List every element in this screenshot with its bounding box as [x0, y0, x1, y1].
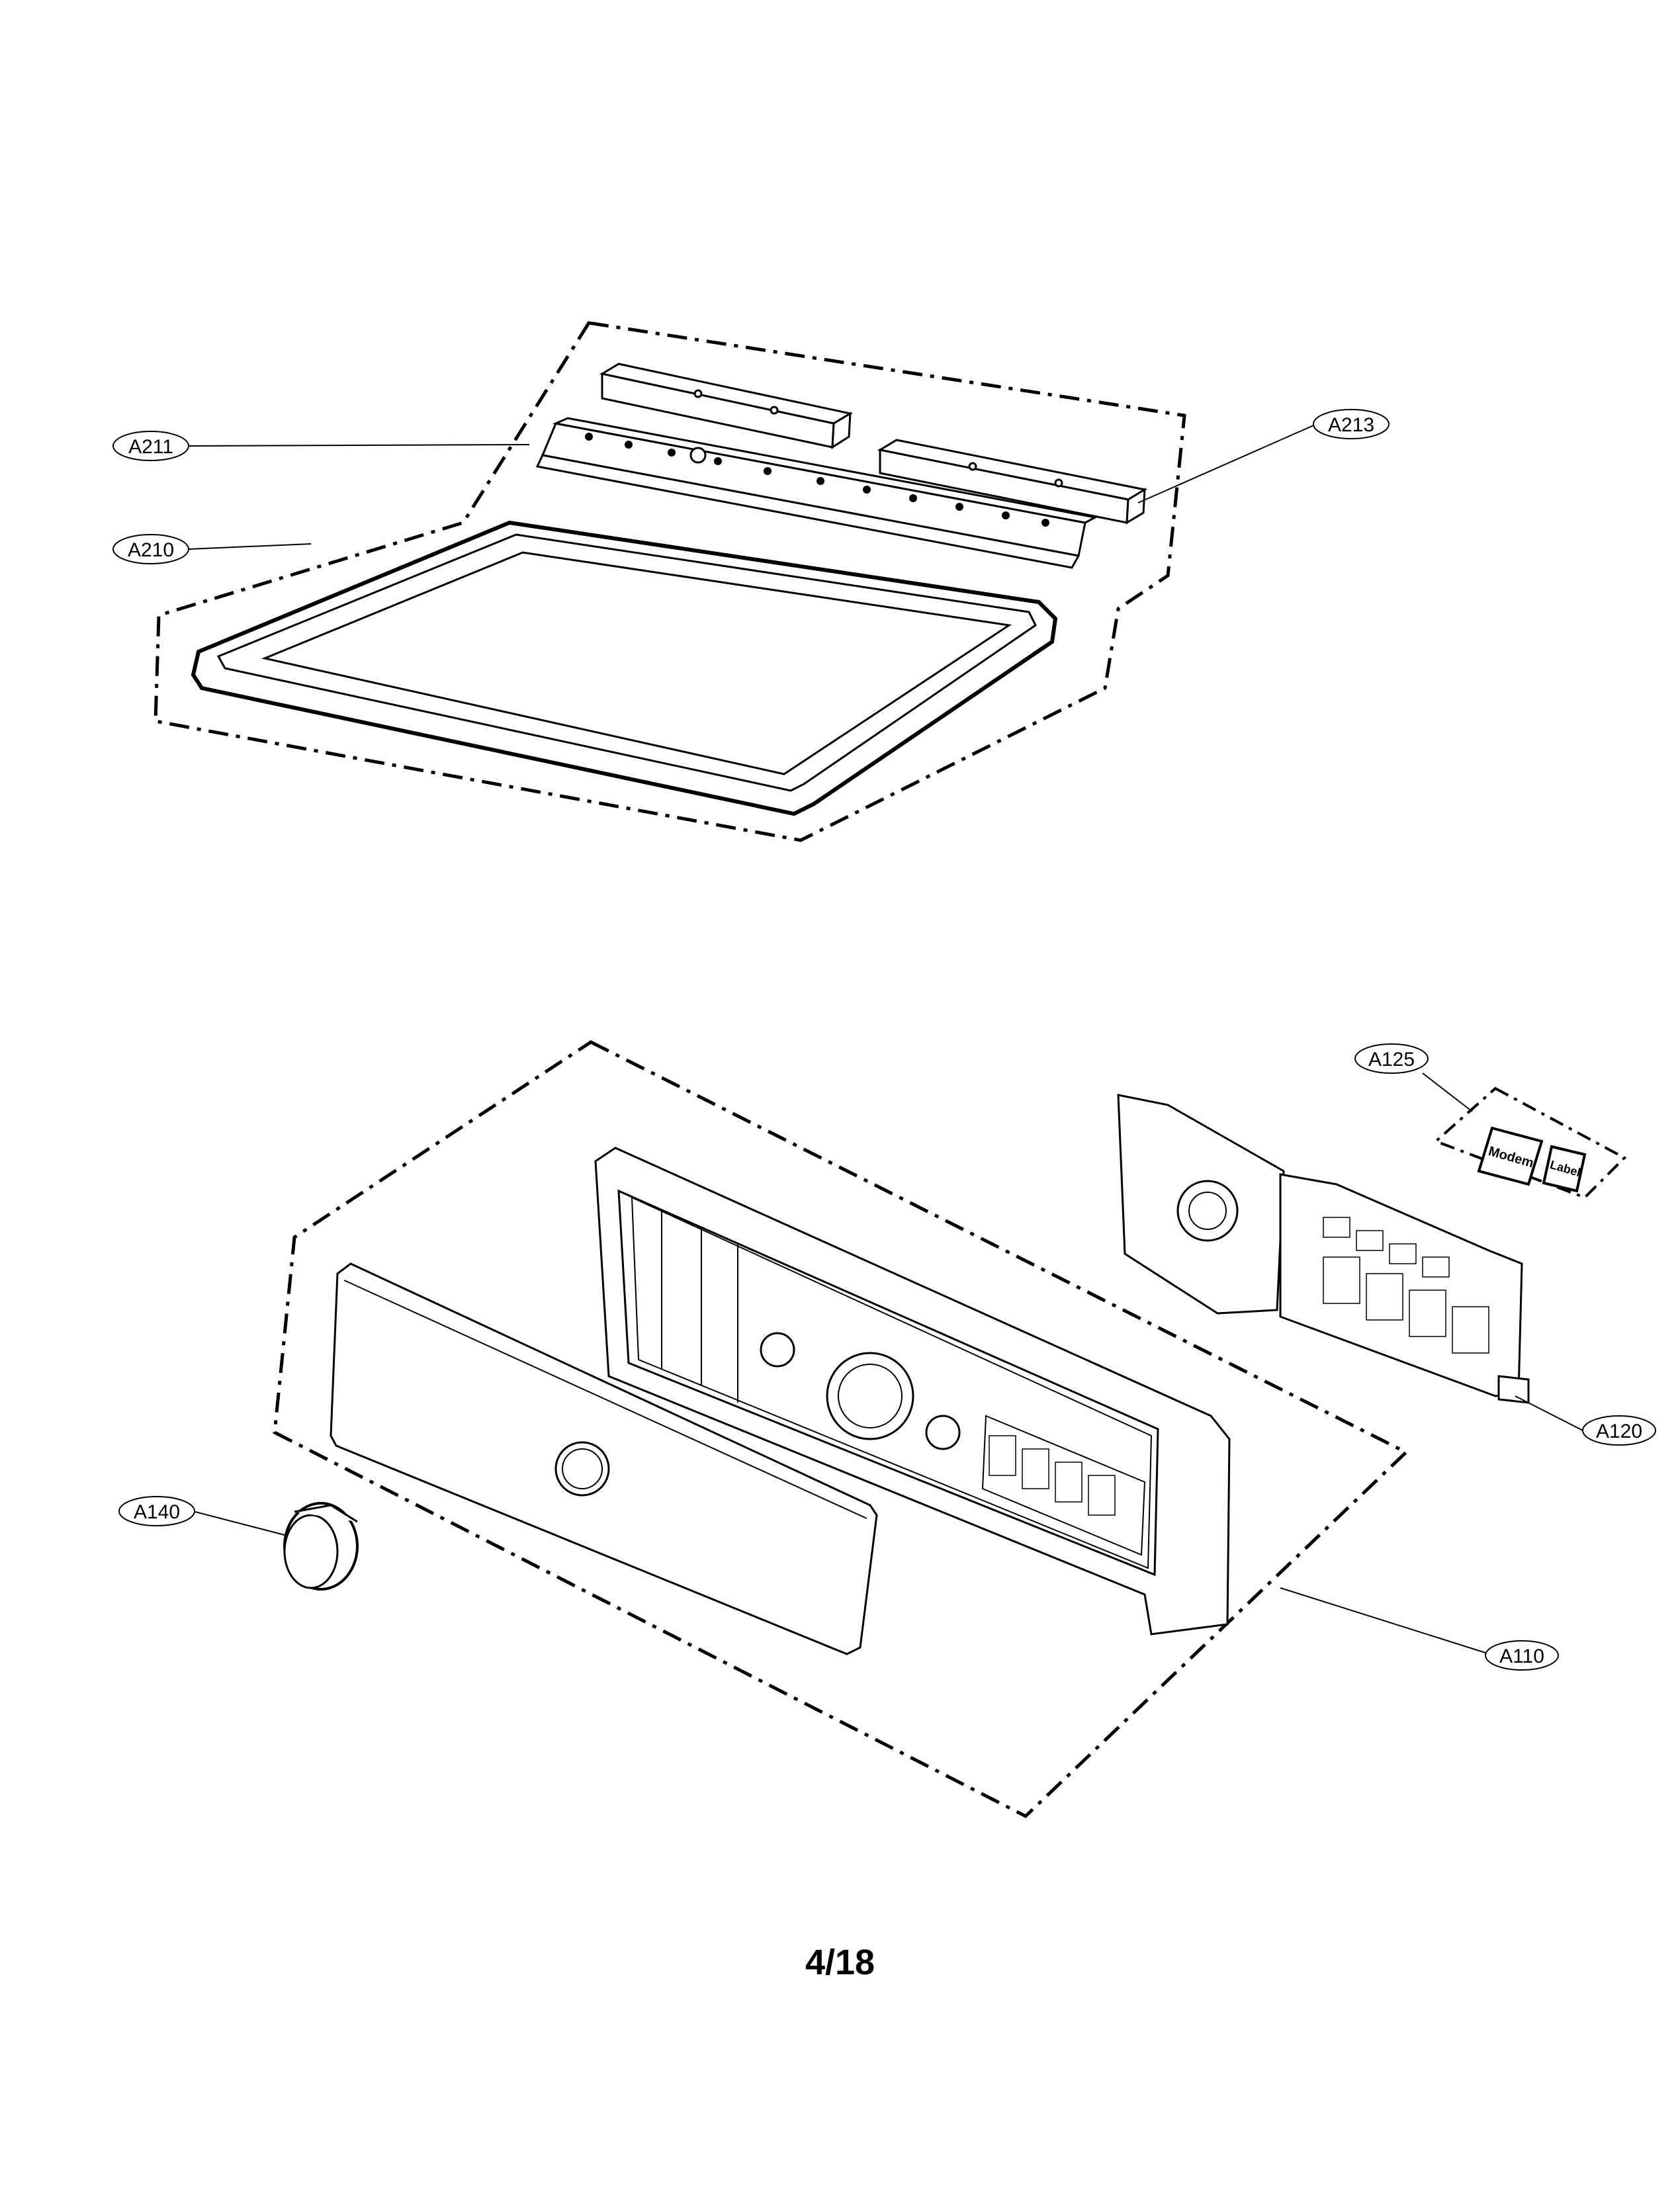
callout-a140-text: A140	[134, 1501, 180, 1523]
callout-a211-text: A211	[128, 436, 173, 458]
callout-a120-text: A120	[1596, 1421, 1642, 1442]
knob-a140	[283, 1502, 359, 1591]
hinge-cover-left-a213	[599, 363, 854, 449]
callout-a110-text: A110	[1499, 1645, 1544, 1667]
label-sticker	[1542, 1145, 1587, 1193]
callout-a120: A120	[1582, 1415, 1656, 1446]
top-assembly-boundary	[154, 321, 1186, 842]
callout-a125: A125	[1354, 1043, 1429, 1074]
top-assembly	[154, 321, 1314, 842]
control-panel-housing-a110	[594, 1147, 1231, 1636]
callout-a140: A140	[118, 1496, 195, 1526]
bottom-leader-lines	[195, 1072, 1583, 1653]
callout-a213-text: A213	[1328, 414, 1374, 436]
label-kit-a125: Modem Label	[1477, 1126, 1587, 1193]
pcb-assembly-a120	[1117, 1094, 1530, 1404]
label-kit-boundary	[1433, 1086, 1627, 1200]
front-trim-a110	[330, 1262, 878, 1655]
page-number: 4/18	[805, 1943, 875, 1982]
callout-a211: A211	[112, 431, 189, 461]
callout-a210-text: A210	[128, 539, 174, 561]
top-leader-lines	[188, 425, 1314, 550]
bottom-assembly: Modem Label	[195, 1040, 1627, 1819]
callout-a110: A110	[1485, 1640, 1559, 1671]
lid-frame-a210	[191, 520, 1058, 816]
modem-label-sticker	[1477, 1126, 1544, 1186]
callout-a125-text: A125	[1368, 1049, 1415, 1071]
hinge-cover-right-a213	[877, 439, 1148, 525]
rear-bracket-a211	[535, 417, 1098, 569]
control-panel-boundary	[273, 1040, 1409, 1819]
callout-a210: A210	[112, 534, 189, 564]
callout-a213: A213	[1313, 409, 1390, 439]
